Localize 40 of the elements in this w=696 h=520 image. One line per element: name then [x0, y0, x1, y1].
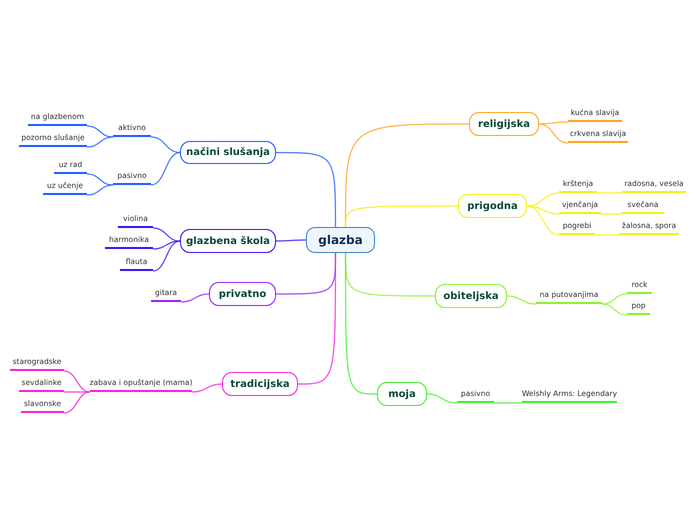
connector-line	[86, 184, 114, 196]
connector-line	[602, 303, 628, 316]
topic-box: moja	[377, 382, 427, 406]
connector-line	[86, 136, 114, 148]
connector-line	[150, 152, 180, 186]
connector-line	[64, 391, 90, 414]
connector-line	[526, 205, 560, 236]
connector-line	[64, 391, 90, 393]
connector-line	[86, 125, 114, 138]
connector-line	[276, 152, 336, 227]
topic-box: glazbena škola	[180, 229, 276, 253]
connector-line	[597, 192, 622, 194]
connector-line	[526, 192, 560, 207]
connector-line	[152, 240, 180, 250]
connector-line	[152, 240, 180, 272]
connector-line	[152, 227, 180, 242]
connector-line	[86, 173, 114, 186]
connector-line	[344, 205, 458, 227]
topic-box: prigodna	[458, 194, 527, 218]
connector-line	[276, 239, 306, 242]
connector-line	[426, 393, 458, 404]
connector-line	[344, 253, 377, 395]
topic-box: načini slušanja	[180, 141, 276, 164]
central-topic-box: glazba	[306, 227, 375, 253]
topic-box: obiteljska	[435, 284, 507, 308]
connector-line	[192, 383, 222, 393]
connector-line	[298, 253, 336, 385]
topic-box: tradicijska	[222, 372, 298, 396]
connector-line	[595, 234, 619, 236]
topic-box: privatno	[209, 282, 276, 306]
connector-line	[150, 136, 180, 154]
topic-box: religijska	[469, 112, 539, 136]
connector-line	[538, 123, 568, 144]
connector-line	[602, 293, 628, 305]
connector-line	[180, 293, 210, 303]
connector-line	[64, 370, 90, 393]
connector-line	[601, 213, 622, 215]
connector-line	[539, 121, 568, 125]
connector-line	[494, 402, 522, 404]
connector-line	[506, 295, 536, 305]
